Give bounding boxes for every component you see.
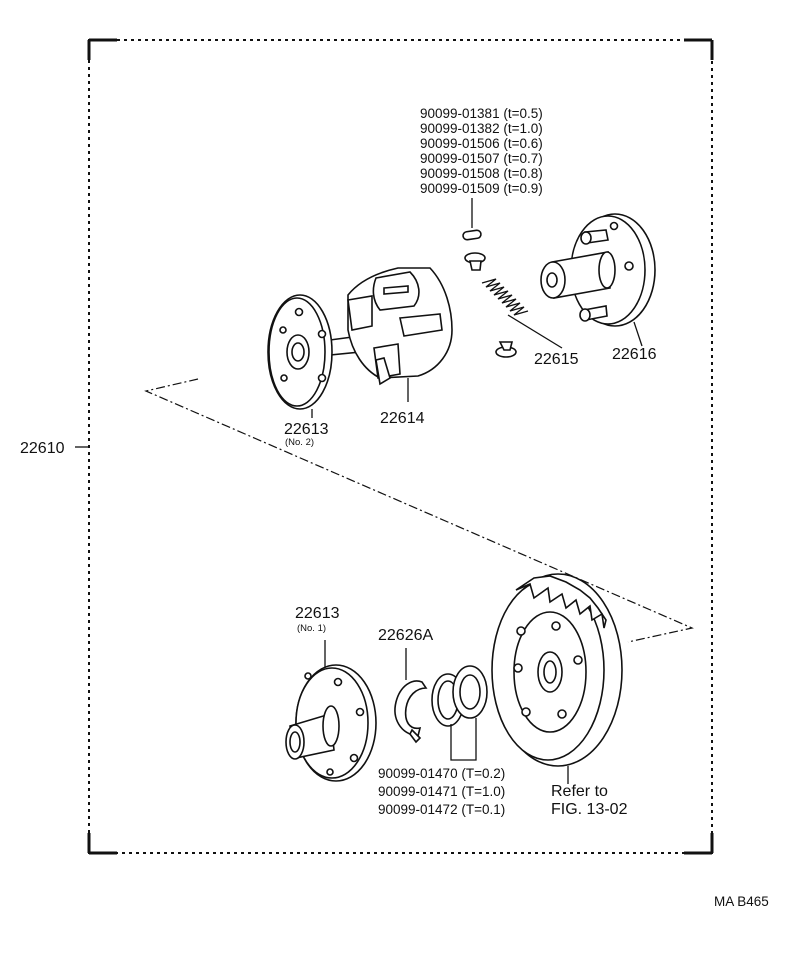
washer-part-3: 90099-01472 (T=0.1) <box>378 802 505 817</box>
label-22615: 22615 <box>534 351 579 368</box>
phantom-link-line <box>144 378 694 643</box>
shim-washers-bottom <box>431 665 488 761</box>
shim-list-bottom: 90099-01470 (T=0.2) 90099-01471 (T=1.0) … <box>378 766 505 817</box>
washer-part-2: 90099-01471 (T=1.0) <box>378 784 505 799</box>
label-22614: 22614 <box>380 410 425 427</box>
shim-part-3: 90099-01506 (t=0.6) <box>420 136 543 151</box>
cage-22614 <box>347 267 453 402</box>
label-22616: 22616 <box>612 346 657 363</box>
spring-22615 <box>481 278 563 349</box>
bolt-small <box>495 341 517 358</box>
assembly-frame <box>87 38 714 855</box>
shim-washer-small <box>462 229 482 241</box>
snap-ring-22626A <box>394 648 428 744</box>
shim-part-5: 90099-01508 (t=0.8) <box>420 166 543 181</box>
disc-22613-no1 <box>285 640 377 782</box>
plunger-pin <box>464 252 486 271</box>
flange-22616 <box>540 213 656 347</box>
shim-part-2: 90099-01382 (t=1.0) <box>420 121 543 136</box>
label-22613-no2: 22613 <box>284 421 329 438</box>
note-no2: (No. 2) <box>285 437 314 448</box>
note-no1: (No. 1) <box>297 623 326 634</box>
assembly-label: 22610 <box>20 440 89 457</box>
reference-line-2: FIG. 13-02 <box>551 801 628 818</box>
figure-code: MA B465 <box>714 894 769 909</box>
label-22626A: 22626A <box>378 627 433 644</box>
drive-gear <box>491 573 623 784</box>
shim-list-top: 90099-01381 (t=0.5) 90099-01382 (t=1.0) … <box>420 106 543 228</box>
washer-part-1: 90099-01470 (T=0.2) <box>378 766 505 781</box>
shim-part-1: 90099-01381 (t=0.5) <box>420 106 543 121</box>
assembly-number: 22610 <box>20 440 65 457</box>
label-22613-no1: 22613 <box>295 605 340 622</box>
reference-line-1: Refer to <box>551 783 608 800</box>
shim-part-4: 90099-01507 (t=0.7) <box>420 151 543 166</box>
shim-part-6: 90099-01509 (t=0.9) <box>420 181 543 196</box>
